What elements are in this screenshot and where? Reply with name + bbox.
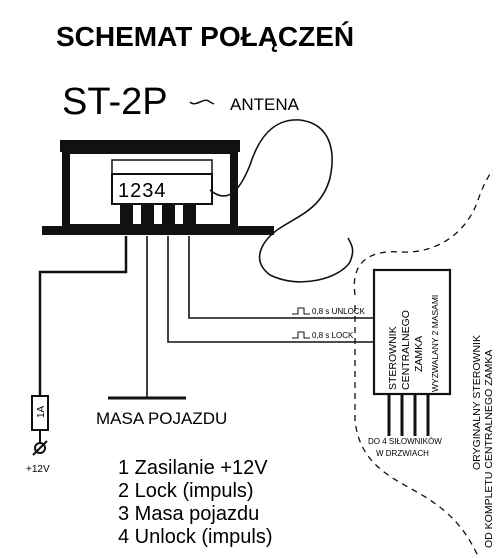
legend-item-3: 3 Masa pojazdu [118, 503, 259, 525]
wire-lock [167, 236, 374, 343]
lock-signal-label: 0,8 s LOCK [312, 331, 354, 340]
actuators-label-line1: DO 4 SIŁOWNIKÓW [368, 437, 442, 446]
lock-pulse-symbol [292, 331, 310, 339]
original-unit-boundary-top [353, 169, 493, 296]
model-name: ST-2P [62, 81, 168, 123]
original-controller-line1: ORYGINALNY STEROWNIK [471, 335, 483, 470]
central-lock-unit-box [372, 268, 452, 396]
ground-label: MASA POJAZDU [96, 409, 227, 428]
legend-item-4: 4 Unlock (impuls) [118, 526, 272, 548]
wire-power [38, 236, 128, 410]
unlock-pulse-symbol [292, 307, 310, 315]
legend-item-2: 2 Lock (impuls) [118, 480, 254, 502]
original-controller-line2: OD KOMPLETU CENTRALNEGO ZAMKA [483, 350, 495, 548]
legend-item-1: 1 Zasilanie +12V [118, 457, 268, 479]
fuse-label: 1A [36, 405, 47, 418]
connector-pin-1 [120, 204, 133, 226]
connector-pin-4 [183, 204, 196, 226]
unlock-signal-label: 0,8 s UNLOCK [312, 307, 366, 316]
power-label: +12V [26, 464, 50, 475]
central-unit-line1: STEROWNIK [387, 326, 399, 390]
central-unit-line4: WYZWALANY 2 MASAMI [430, 295, 440, 392]
connector-pin-2 [141, 204, 154, 226]
connector-pin-numbers: 1234 [118, 180, 167, 202]
central-unit-line3: ZAMKA [413, 336, 425, 372]
wire-unlock [188, 236, 374, 319]
antenna-label-leader [189, 99, 215, 105]
antenna-label: ANTENA [230, 95, 300, 114]
device-base-plate [42, 226, 274, 235]
antenna-wire [209, 119, 354, 283]
actuators-label-line2: W DRZWIACH [376, 449, 429, 458]
connector-pin-3 [162, 204, 175, 226]
diagram-title: SCHEMAT POŁĄCZEŃ [56, 21, 354, 52]
original-unit-boundary-bottom [354, 305, 479, 557]
power-terminal-slash [32, 440, 48, 456]
central-unit-line2: CENTRALNEGO [400, 310, 412, 390]
